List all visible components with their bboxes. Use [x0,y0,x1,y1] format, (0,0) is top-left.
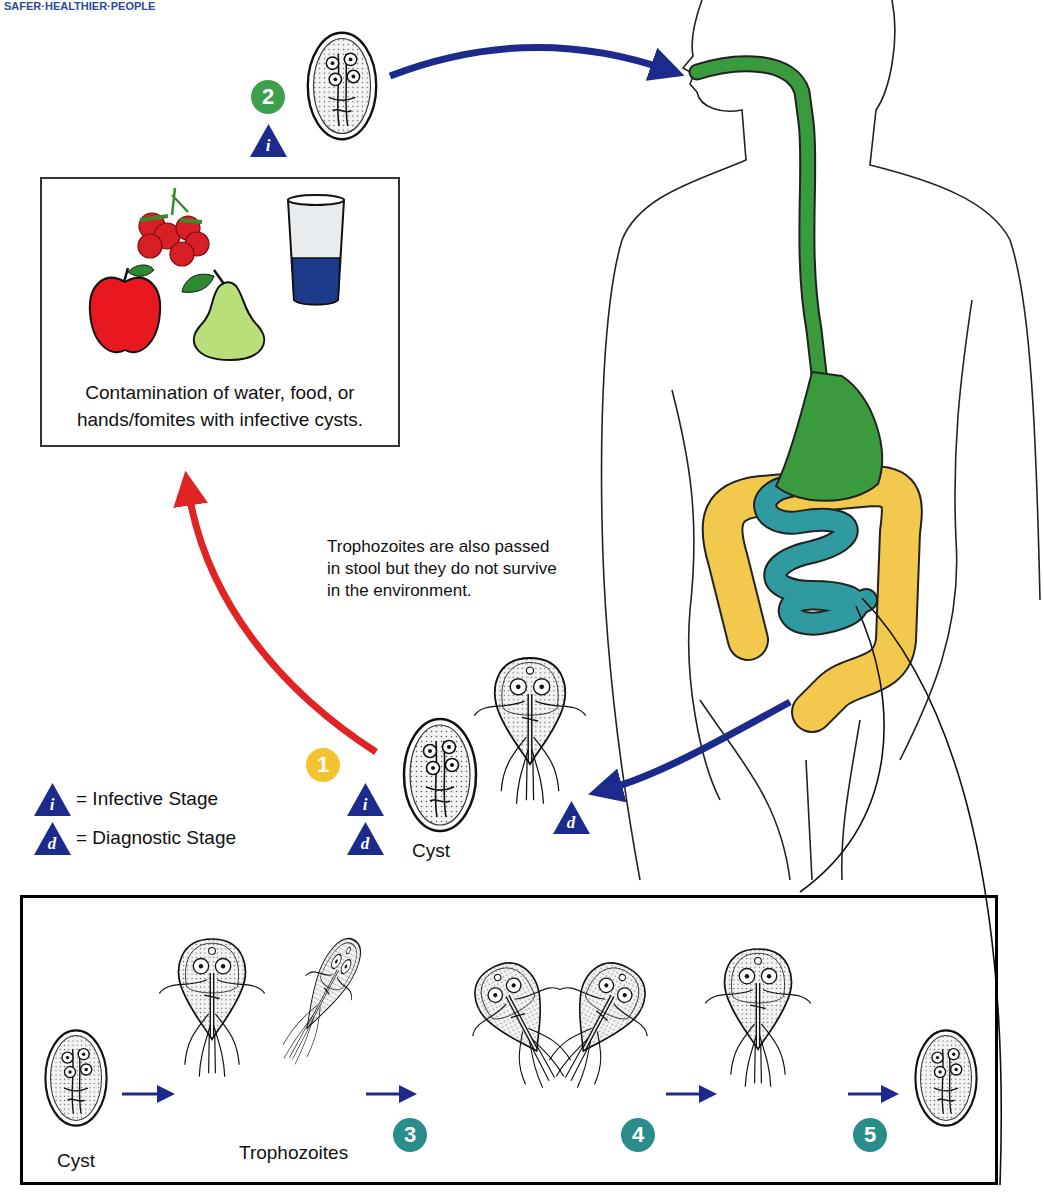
large-intestine [722,486,901,712]
callout-number: 5 [855,1120,885,1150]
food-water-drawing [90,188,344,360]
callout-circle [393,1118,427,1152]
note-text: Trophozoites are also passed in stool bu… [327,536,563,636]
stage-letter: i [258,136,278,156]
stage-letter: d [355,834,375,854]
legend-text: = Infective Stage [76,787,218,811]
trophozoite-drawing [266,928,377,1074]
source-box: Contamination of water, food, or hands/f… [40,177,400,447]
stage-arrow [666,1093,708,1096]
esophagus-stomach [697,64,882,501]
stage-name: Cyst [412,840,472,862]
callout-number: 3 [395,1120,425,1150]
stage-triangle [250,124,287,157]
stage-triangle [553,801,590,834]
ingestion-arrow [390,47,668,76]
box-text: Contamination of water, food, or hands/f… [48,379,392,433]
stage-letter: d [42,834,62,854]
callout-number: 2 [253,82,283,112]
trophozoite-drawing [705,949,810,1087]
trophozoite-drawing [159,939,264,1077]
callout-circle [306,748,340,782]
callout-circle [853,1118,887,1152]
stage-letter: i [42,795,62,815]
cyst-drawing [45,1030,106,1125]
leader-line [800,606,884,892]
legend-triangle [34,783,71,816]
legend-triangle [34,822,71,855]
small-intestine [765,486,866,624]
box-text: Cyst [57,1150,117,1172]
callout-number: 1 [308,750,338,780]
intestine-frame: Cyst Trophozoites [20,895,998,1185]
cyst-drawing [308,33,376,139]
human-outline [602,0,1040,880]
legend-text: = Diagnostic Stage [76,826,236,850]
dividing-trophozoite [523,944,671,1105]
logo-text: SAFER·HEALTHIER·PEOPLE [4,0,244,14]
stage-letter: d [561,813,581,833]
leader-line [862,598,1001,1185]
stage-letter: i [355,795,375,815]
contamination-arrow [188,488,376,752]
box-text: Trophozoites [239,1142,379,1164]
excretion-arrow [605,702,790,790]
stage-triangle [347,783,384,816]
stage-arrow [366,1093,408,1096]
dividing-trophozoite [449,944,597,1105]
stage-arrow [848,1093,890,1096]
trophozoite-drawing [474,658,586,804]
callout-circle [251,80,285,114]
callout-number: 4 [623,1120,653,1150]
cyst-drawing [915,1030,976,1125]
stage-arrow [122,1093,166,1096]
stage-triangle [347,822,384,855]
callout-circle [621,1118,655,1152]
cyst-drawing [404,719,476,831]
